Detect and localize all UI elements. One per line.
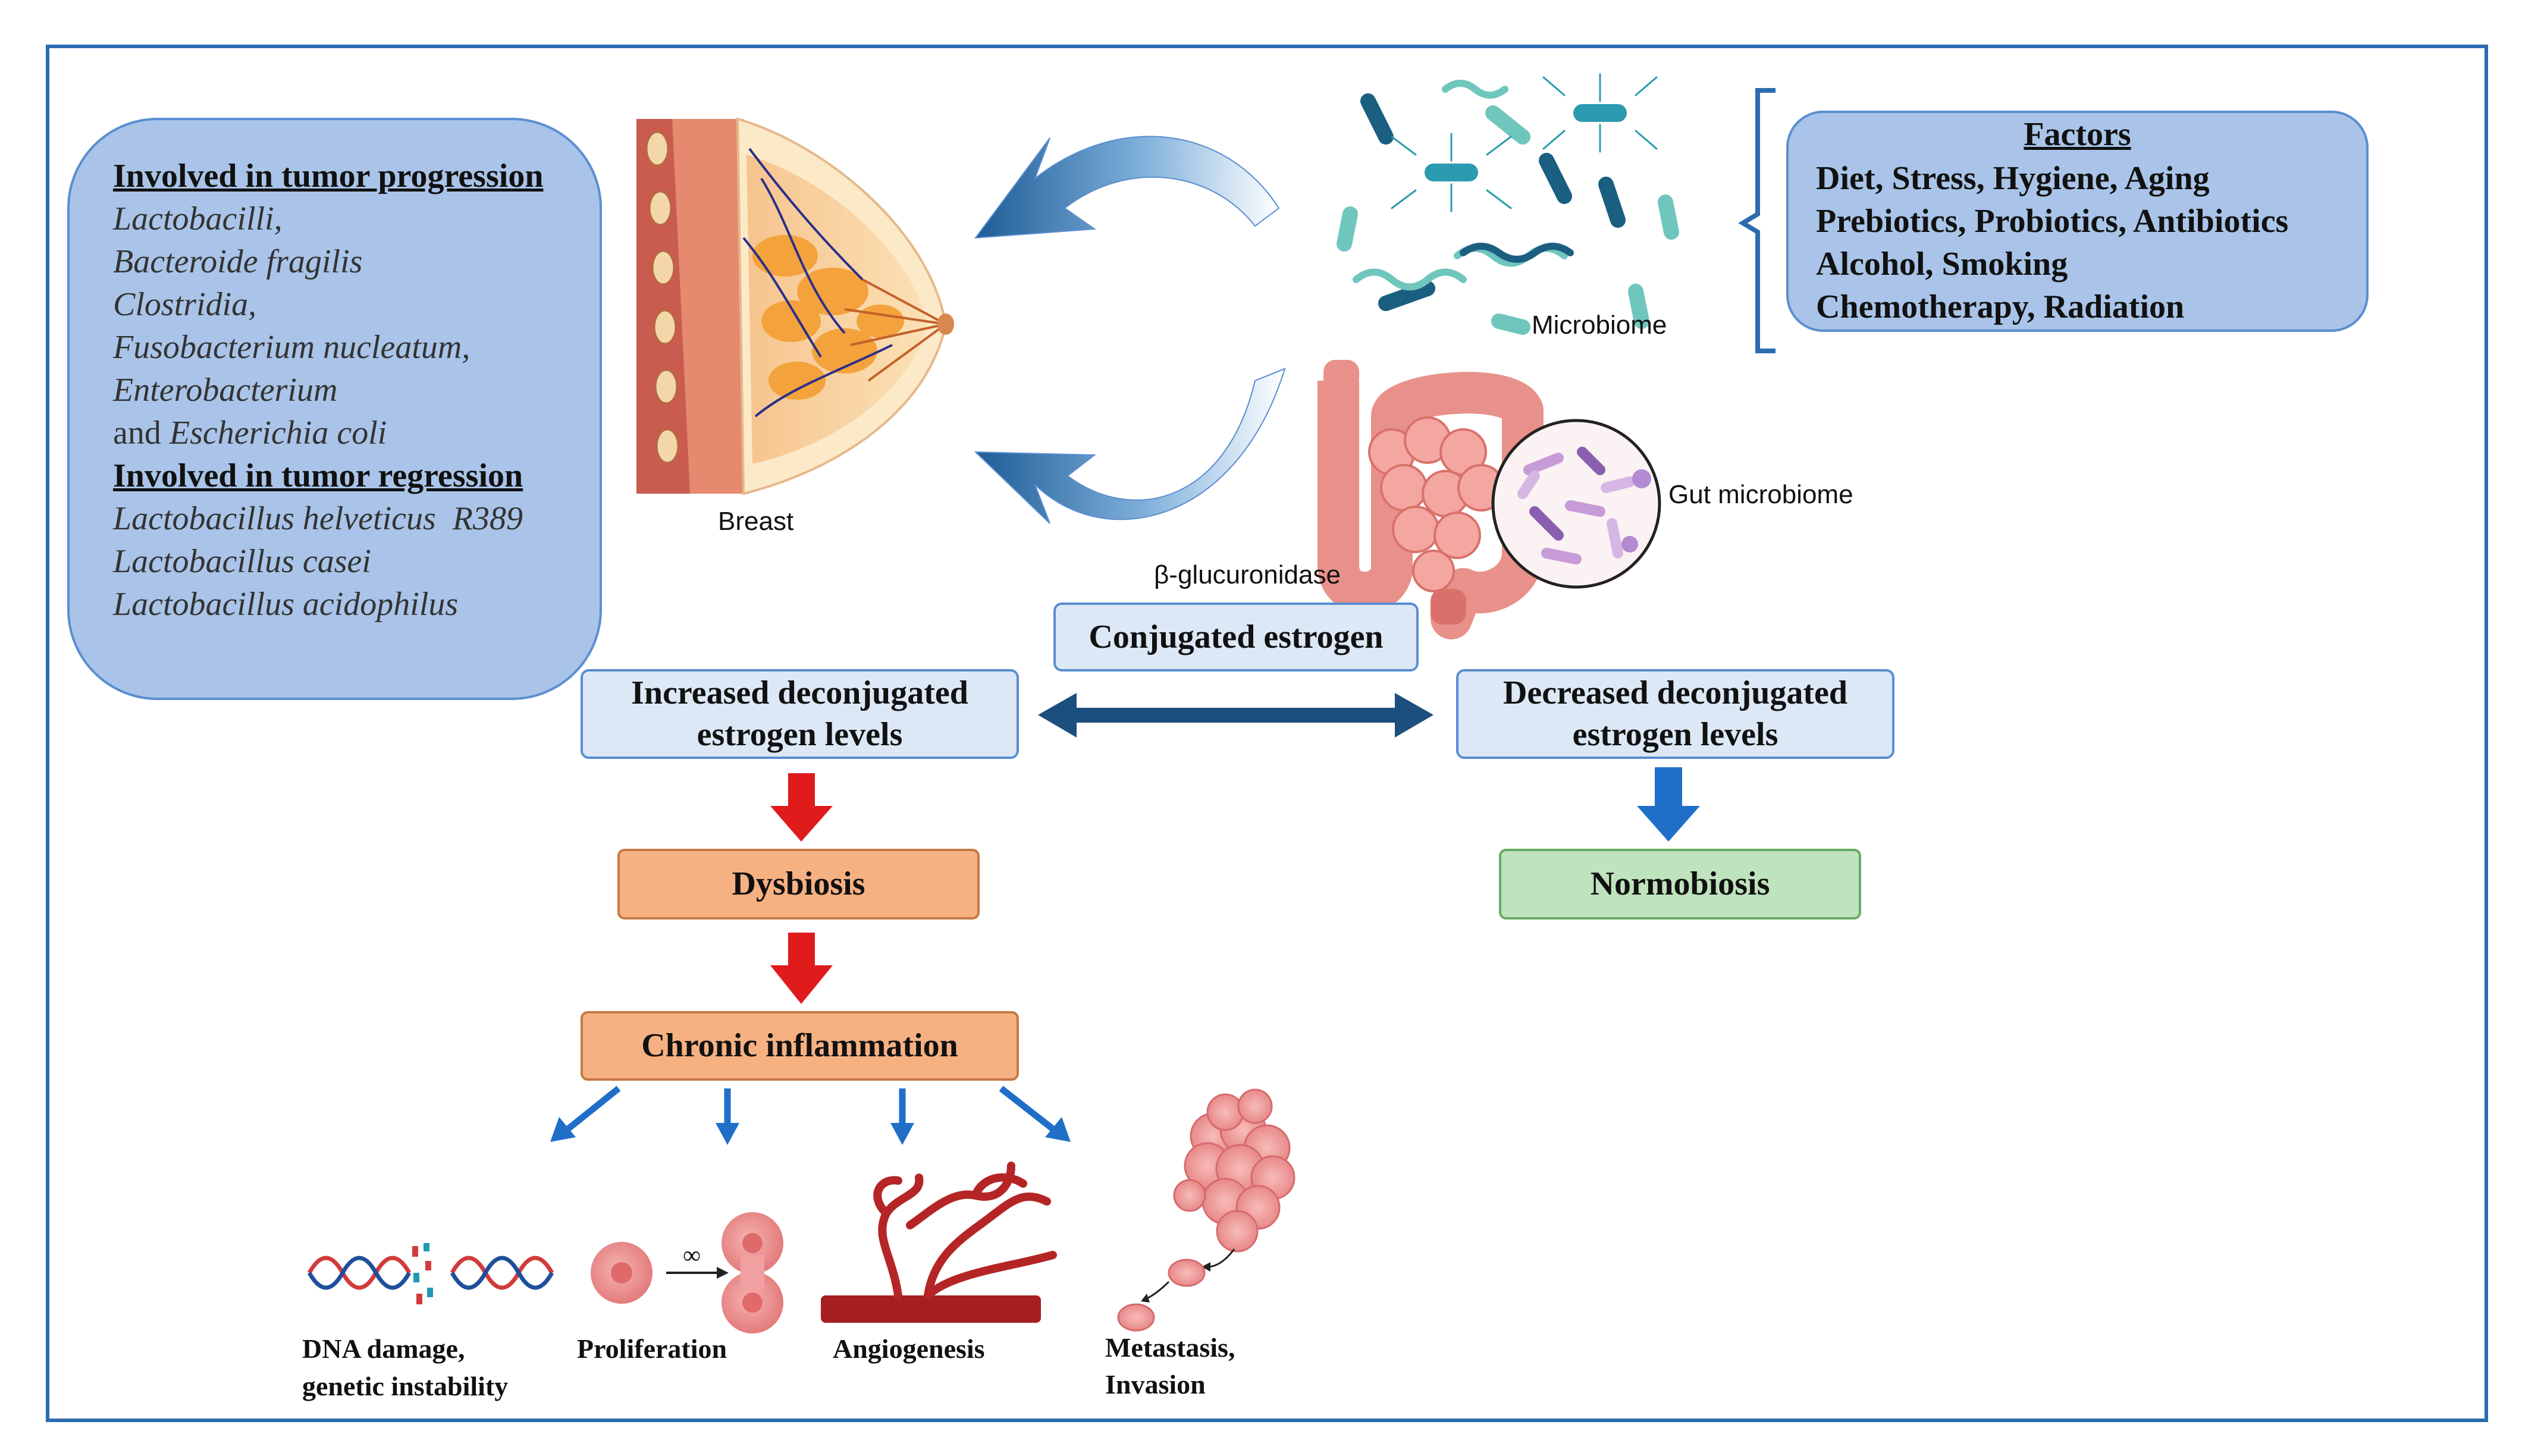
blue-arrow-to-normobiosis [1637,767,1700,842]
factors-line: Chemotherapy, Radiation [1816,288,2185,325]
breast-label: Breast [718,507,794,536]
decreased-estrogen-box [1456,669,1894,759]
normobiosis-label: Normobiosis [1590,865,1770,902]
conjugated-estrogen-label: Conjugated estrogen [1089,619,1384,655]
angiogenesis-illustration [821,1162,1057,1323]
regression-item: Lactobacillus helveticus R389 [113,500,523,537]
dna-damage-label-line1: DNA damage, [302,1333,465,1364]
progression-item: Lactobacilli, [113,200,283,237]
regression-item: Lactobacillus acidophilus [113,586,459,623]
bacteria-panel [67,118,602,700]
gut-microbiome-label: Gut microbiome [1668,480,1853,509]
metastasis-label-line1: Metastasis, [1105,1332,1235,1363]
progression-heading: Involved in tumor progression [113,158,544,194]
breast-illustration [636,117,954,495]
curved-arrow-upper [974,136,1280,239]
outer-frame [46,45,2488,1422]
increased-estrogen-line1: Increased deconjugated [631,674,968,711]
microbiome-bacteria [1337,73,1679,335]
decreased-estrogen-line2: estrogen levels [1572,716,1778,753]
decreased-estrogen-line1: Decreased deconjugated [1502,674,1848,711]
metastasis-illustration [1117,1088,1295,1332]
outcome-arrows [550,1085,1071,1145]
chronic-inflammation-label: Chronic inflammation [641,1027,958,1064]
dysbiosis-box [617,849,980,920]
factors-title: Factors [2024,116,2131,153]
increased-estrogen-box [581,669,1019,759]
curved-arrow-lower [974,368,1286,524]
regression-item: Lactobacillus casei [113,543,371,580]
conjugated-estrogen-box [1053,603,1419,671]
microbiome-label: Microbiome [1532,310,1667,340]
factors-bracket [1738,88,1776,353]
progression-item: Bacteroide fragilis [113,243,363,280]
proliferation-label: Proliferation [577,1333,727,1364]
intestine-illustration [1318,360,1544,639]
factors-line: Diet, Stress, Hygiene, Aging [1816,160,2210,197]
double-headed-arrow [1038,693,1433,738]
factors-line: Prebiotics, Probiotics, Antibiotics [1816,203,2289,240]
angiogenesis-label: Angiogenesis [833,1333,985,1364]
progression-item: Enterobacterium [113,372,338,409]
normobiosis-box [1499,849,1861,920]
progression-item: Fusobacterium nucleatum, [113,329,470,366]
proliferation-illustration [591,1212,783,1333]
gut-microbiome-magnifier [1491,419,1661,589]
progression-last-prefix: and [113,415,170,451]
dysbiosis-label: Dysbiosis [732,865,865,902]
progression-item-last: and Escherichia coli [113,416,387,450]
progression-item: Clostridia, [113,286,257,323]
dna-damage-label-line2: genetic instability [302,1371,509,1401]
progression-last-species: Escherichia coli [169,415,387,451]
infinity-symbol: ∞ [683,1242,701,1269]
chronic-inflammation-box [581,1011,1019,1081]
regression-heading: Involved in tumor regression [113,457,523,494]
increased-estrogen-line2: estrogen levels [697,716,903,753]
red-arrow-to-inflammation [770,933,833,1004]
red-arrow-to-dysbiosis [770,773,833,842]
factors-line: Alcohol, Smoking [1816,246,2068,283]
factors-panel [1786,111,2369,332]
enzyme-label: β-glucuronidase [1154,560,1341,589]
dna-damage-illustration [307,1243,554,1304]
metastasis-label-line2: Invasion [1105,1369,1206,1399]
